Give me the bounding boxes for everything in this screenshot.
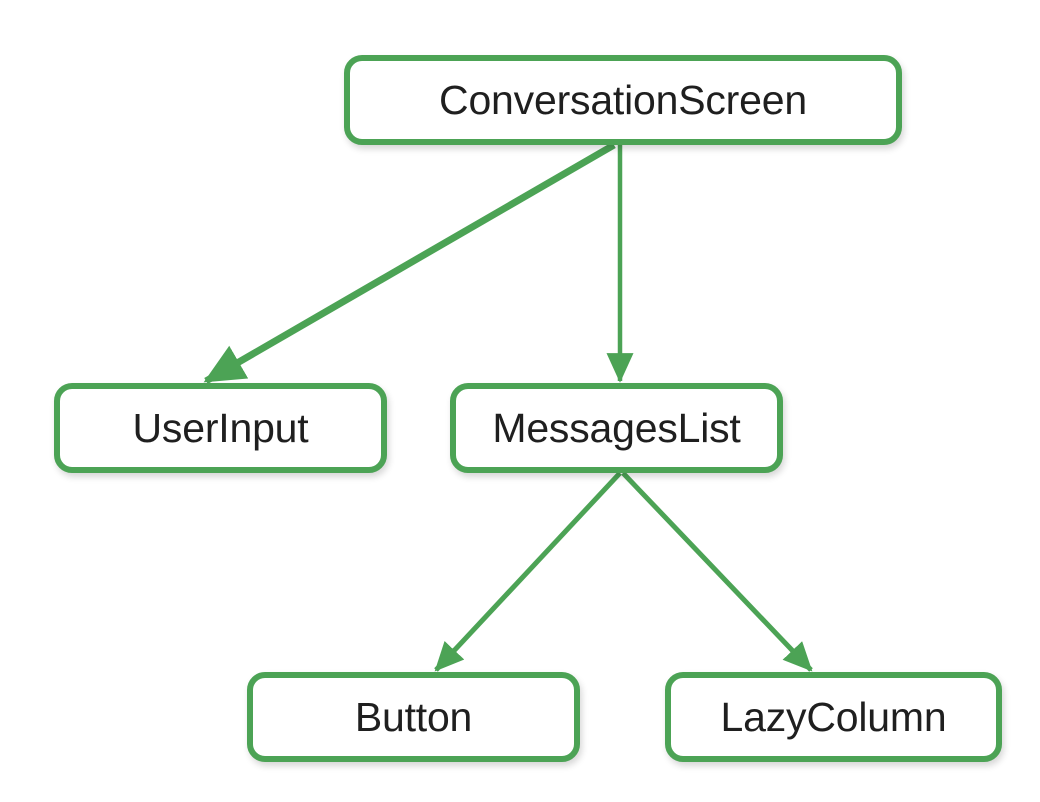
- node-label: UserInput: [132, 404, 309, 451]
- node-messageslist[interactable]: MessagesList: [450, 383, 783, 473]
- node-label: ConversationScreen: [439, 76, 807, 123]
- node-lazycolumn[interactable]: LazyColumn: [665, 672, 1002, 762]
- edge-conversationscreen-userinput: [203, 141, 616, 385]
- node-label: Button: [354, 693, 473, 740]
- edge-messageslist-lazycolumn: [621, 471, 813, 672]
- node-userinput[interactable]: UserInput: [54, 383, 387, 473]
- node-conversationscreen[interactable]: ConversationScreen: [344, 55, 902, 145]
- node-label: MessagesList: [492, 404, 741, 451]
- node-label: LazyColumn: [720, 693, 947, 740]
- edge-messageslist-button: [434, 471, 622, 672]
- node-button[interactable]: Button: [247, 672, 580, 762]
